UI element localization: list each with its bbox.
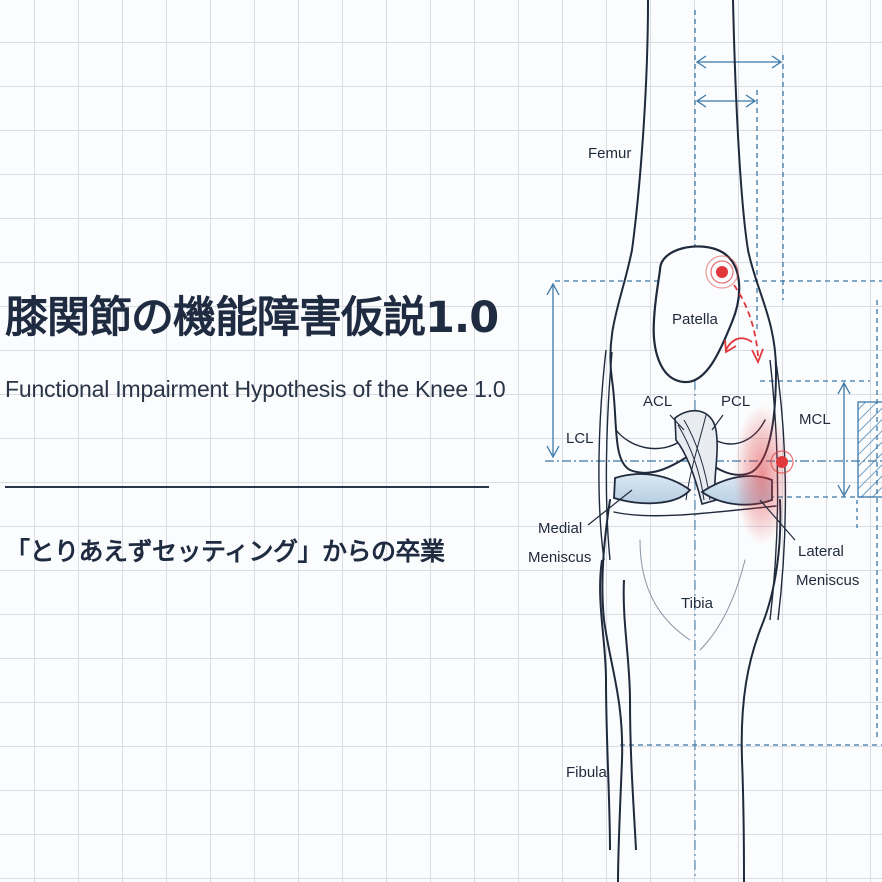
label-pointers [587, 414, 796, 541]
label-lcl: LCL [566, 430, 594, 447]
femur-bone [609, 0, 778, 476]
title-block: 膝関節の機能障害仮説1.0 Functional Impairment Hypo… [5, 288, 506, 403]
hatched-block [857, 401, 882, 498]
label-patella: Patella [672, 311, 719, 328]
label-lateral-meniscus-line2: Meniscus [796, 572, 859, 589]
page-subtitle: 「とりあえずセッティング」からの卒業 [5, 537, 445, 566]
label-medial-meniscus-line2: Meniscus [528, 549, 591, 566]
label-femur: Femur [588, 145, 631, 162]
label-fibula: Fibula [566, 764, 608, 781]
label-medial-meniscus-line1: Medial [538, 520, 582, 537]
page-title: 膝関節の機能障害仮説1.0 [5, 293, 499, 343]
title-divider [5, 486, 489, 488]
label-acl: ACL [643, 393, 672, 410]
dimension-guides [545, 10, 882, 746]
medial-meniscus-shape [613, 473, 692, 505]
patella-bone [652, 245, 741, 384]
label-lateral-meniscus-line1: Lateral [798, 543, 844, 560]
highlight-markers [705, 255, 794, 545]
label-tibia: Tibia [681, 595, 714, 612]
label-pcl: PCL [721, 393, 750, 410]
fibula-bone [599, 559, 637, 851]
page-title-english: Functional Impairment Hypothesis of the … [5, 376, 506, 402]
label-mcl: MCL [799, 411, 831, 428]
